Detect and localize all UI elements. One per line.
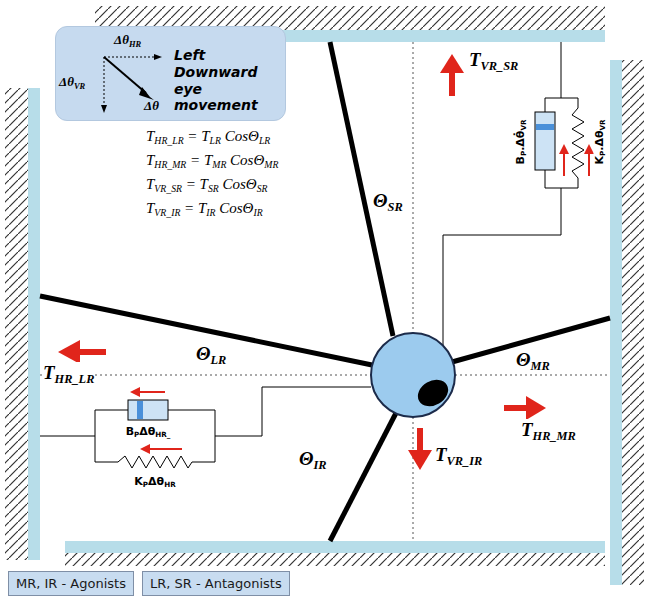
polygon-stroke bbox=[130, 387, 140, 397]
line-stroke bbox=[168, 410, 215, 411]
line-stroke bbox=[148, 448, 182, 450]
tension-label: TVR_SR bbox=[468, 49, 519, 71]
arrow-stroke bbox=[104, 57, 156, 58]
polygon-stroke bbox=[440, 54, 464, 73]
arrow-stroke bbox=[104, 57, 146, 93]
spring-damper-label: BP.Δθ̇VR bbox=[515, 119, 528, 166]
arrow-stroke bbox=[104, 57, 105, 107]
polygon-stroke bbox=[408, 450, 432, 470]
line-stroke bbox=[330, 413, 396, 541]
polygon-stroke bbox=[526, 396, 546, 420]
tension-label: TVR_IR bbox=[434, 444, 483, 466]
rect-stroke bbox=[28, 88, 40, 560]
line-stroke bbox=[95, 410, 96, 462]
arrow-stroke bbox=[154, 54, 162, 60]
rect-stroke bbox=[504, 405, 528, 411]
legend-box: MR, IR - Agonists bbox=[8, 571, 134, 596]
rect-stroke bbox=[610, 60, 622, 585]
line-stroke bbox=[545, 170, 546, 188]
walls bbox=[5, 6, 644, 585]
polygon-stroke bbox=[584, 144, 594, 154]
delta-label: Δθ bbox=[144, 99, 159, 114]
polyline-stroke bbox=[118, 456, 192, 468]
polyline-stroke bbox=[215, 387, 371, 436]
line-stroke bbox=[563, 152, 565, 176]
ellipse-stroke bbox=[413, 375, 453, 412]
rect-stroke bbox=[536, 124, 554, 130]
line-stroke bbox=[578, 178, 579, 188]
tension-equation: THR_MR = TMR CosΘMR bbox=[145, 152, 279, 169]
line-stroke bbox=[40, 436, 95, 437]
polygon-stroke bbox=[140, 444, 150, 454]
circle-stroke bbox=[371, 333, 455, 417]
line-stroke bbox=[588, 152, 590, 176]
angle-label: ΘSR bbox=[372, 190, 404, 212]
angle-label: ΘIR bbox=[298, 448, 328, 470]
line-stroke bbox=[138, 391, 165, 393]
arrow-stroke bbox=[101, 105, 107, 113]
inset-title: Left Downward eye movement bbox=[174, 47, 278, 114]
rect-stroke bbox=[449, 70, 455, 96]
rect-stroke bbox=[417, 428, 423, 452]
rect-stroke bbox=[5, 88, 28, 560]
eyeball bbox=[371, 333, 455, 417]
tension-label: THR_MR bbox=[520, 419, 577, 441]
tension-label: THR_LR bbox=[42, 362, 95, 384]
legend-box: LR, SR - Antagonists bbox=[142, 571, 290, 596]
small-force-arrows bbox=[130, 144, 594, 454]
line-stroke bbox=[545, 98, 578, 99]
legend-text: LR, SR - Antagonists bbox=[150, 576, 282, 591]
polygon-stroke bbox=[58, 340, 80, 364]
tension-equation: THR_LR = TLR CosΘLR bbox=[145, 128, 271, 145]
line-stroke bbox=[578, 98, 579, 108]
inset-panel: ΔθHR ΔθVR Δθ Left Downward eye movement bbox=[55, 26, 286, 121]
line-stroke bbox=[40, 296, 372, 365]
polyline-stroke bbox=[572, 108, 584, 178]
spring-damper-label: BPΔθHR_ bbox=[125, 426, 172, 439]
delta-label: ΔθVR bbox=[59, 75, 85, 90]
rect-stroke bbox=[535, 112, 555, 170]
delta-label: ΔθHR bbox=[114, 33, 141, 48]
line-stroke bbox=[95, 462, 118, 463]
line-stroke bbox=[95, 410, 128, 411]
rect-stroke bbox=[622, 60, 644, 585]
spring-damper-label: KPΔθHR bbox=[133, 476, 176, 489]
rect-stroke bbox=[65, 541, 605, 553]
line-stroke bbox=[545, 98, 546, 112]
rect-stroke bbox=[137, 401, 143, 419]
tension-equation: TVR_SR = TSR CosΘSR bbox=[145, 176, 269, 193]
rect-stroke bbox=[128, 400, 168, 420]
line-stroke bbox=[561, 42, 562, 98]
angle-label: ΘMR bbox=[515, 349, 551, 371]
line-stroke bbox=[192, 462, 215, 463]
line-stroke bbox=[413, 42, 414, 541]
spring-damper-label: KP.ΔθVR bbox=[594, 118, 607, 165]
polygon-stroke bbox=[559, 144, 569, 154]
line-stroke bbox=[40, 375, 610, 376]
legend-text: MR, IR - Agonists bbox=[16, 576, 126, 591]
line-stroke bbox=[330, 42, 393, 336]
tension-equation: TVR_IR = TIR CosΘIR bbox=[145, 200, 264, 217]
angle-label: ΘLR bbox=[195, 343, 227, 365]
polyline-stroke bbox=[443, 188, 561, 346]
rect-stroke bbox=[78, 349, 106, 355]
vertical-spring-damper bbox=[443, 42, 584, 346]
rect-stroke bbox=[65, 553, 605, 566]
